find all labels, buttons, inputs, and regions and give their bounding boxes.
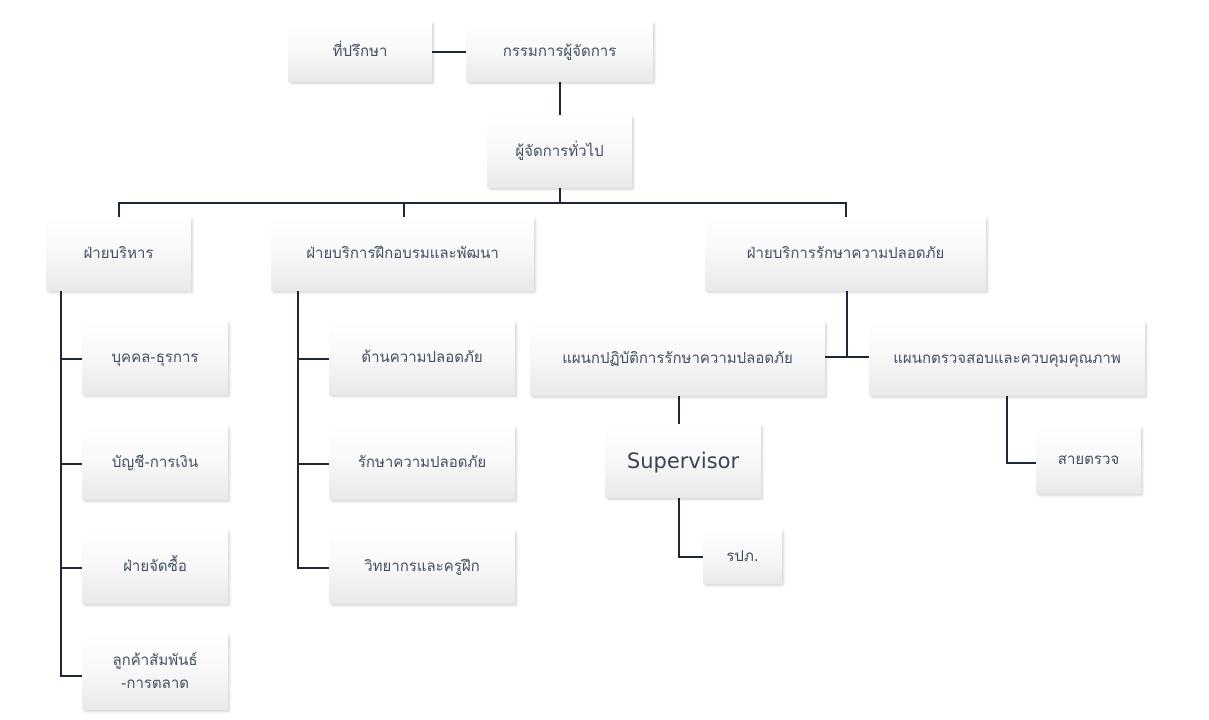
node-supervisor: Supervisor bbox=[605, 424, 761, 498]
connector-security-trunk bbox=[846, 291, 848, 357]
connector-operations-supervisor bbox=[678, 396, 680, 424]
connector-supervisor-guard bbox=[678, 556, 703, 558]
connector-admin-purchasing bbox=[60, 567, 82, 569]
node-operations: แผนกปฏิบัติการรักษาความปลอดภัย bbox=[530, 321, 825, 396]
connector-training-instructors bbox=[297, 567, 329, 569]
node-guard: รปภ. bbox=[703, 529, 782, 584]
connector-inspection-trunk bbox=[1006, 396, 1008, 463]
node-hr: บุคคล-ธุรการ bbox=[82, 321, 228, 395]
node-crm-line1: ลูกค้าสัมพันธ์ bbox=[112, 650, 198, 669]
connector-bus-training bbox=[403, 202, 405, 217]
node-board: กรรมการผู้จัดการ bbox=[466, 21, 653, 82]
connector-training-security-course bbox=[297, 463, 329, 465]
node-admin: ฝ่ายบริหาร bbox=[46, 217, 191, 291]
connector-advisor-board bbox=[428, 51, 466, 53]
connector-board-gm bbox=[559, 82, 561, 115]
node-crm-line2: -การตลาด bbox=[120, 674, 190, 692]
connector-gm-bus bbox=[559, 188, 561, 202]
connector-training-safety bbox=[297, 358, 329, 360]
connector-security-departments bbox=[825, 356, 869, 358]
connector-bus-admin bbox=[118, 202, 120, 217]
connector-admin-accounting bbox=[60, 463, 82, 465]
node-accounting: บัญชี-การเงิน bbox=[82, 426, 228, 500]
node-purchasing: ฝ่ายจัดซื้อ bbox=[82, 530, 228, 604]
connector-inspection-patrol bbox=[1006, 462, 1036, 464]
node-crm: ลูกค้าสัมพันธ์ -การตลาด bbox=[82, 634, 228, 710]
connector-bus-security bbox=[845, 202, 847, 217]
connector-admin-trunk bbox=[60, 291, 62, 676]
node-inspection: แผนกตรวจสอบและควบคุมคุณภาพ bbox=[869, 321, 1145, 396]
node-gm: ผู้จัดการทั่วไป bbox=[487, 115, 632, 188]
connector-admin-crm bbox=[60, 675, 82, 677]
node-advisor: ที่ปรึกษา bbox=[288, 21, 432, 82]
node-security-course: รักษาความปลอดภัย bbox=[329, 426, 515, 500]
connector-division-bus bbox=[118, 202, 847, 204]
node-instructors: วิทยากรและครูฝึก bbox=[329, 530, 515, 604]
node-patrol: สายตรวจ bbox=[1036, 426, 1141, 494]
connector-supervisor-trunk bbox=[678, 498, 680, 557]
connector-training-trunk bbox=[297, 291, 299, 568]
connector-admin-hr bbox=[60, 358, 82, 360]
node-safety-topic: ด้านความปลอดภัย bbox=[329, 321, 515, 395]
node-security-services: ฝ่ายบริการรักษาความปลอดภัย bbox=[705, 217, 986, 291]
node-training: ฝ่ายบริการฝึกอบรมและพัฒนา bbox=[271, 217, 534, 291]
